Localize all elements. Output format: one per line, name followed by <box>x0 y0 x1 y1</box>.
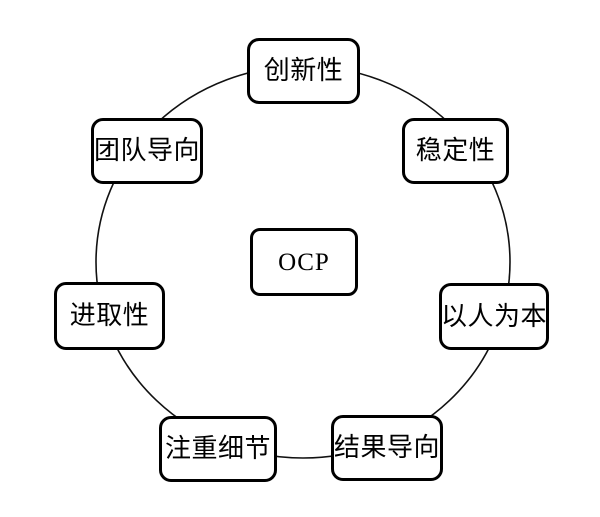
node-people-oriented[interactable]: 以人为本 <box>439 283 549 350</box>
node-results-oriented-label: 结果导向 <box>334 433 441 462</box>
node-stability-label: 稳定性 <box>415 136 496 165</box>
node-people-oriented-label: 以人为本 <box>441 301 548 331</box>
node-innovation[interactable]: 创新性 <box>247 38 360 104</box>
node-aggressiveness[interactable]: 进取性 <box>54 282 165 350</box>
node-attention-to-detail-label: 注重细节 <box>164 434 271 463</box>
node-ocp-center[interactable]: OCP <box>250 228 358 296</box>
node-results-oriented[interactable]: 结果导向 <box>331 415 443 481</box>
node-innovation-label: 创新性 <box>263 56 344 85</box>
node-team-oriented-label: 团队导向 <box>94 136 201 165</box>
node-stability[interactable]: 稳定性 <box>402 118 509 184</box>
node-aggressiveness-label: 进取性 <box>69 301 150 330</box>
node-attention-to-detail[interactable]: 注重细节 <box>159 416 277 482</box>
node-team-oriented[interactable]: 团队导向 <box>91 118 203 184</box>
node-ocp-center-label: OCP <box>278 248 330 276</box>
